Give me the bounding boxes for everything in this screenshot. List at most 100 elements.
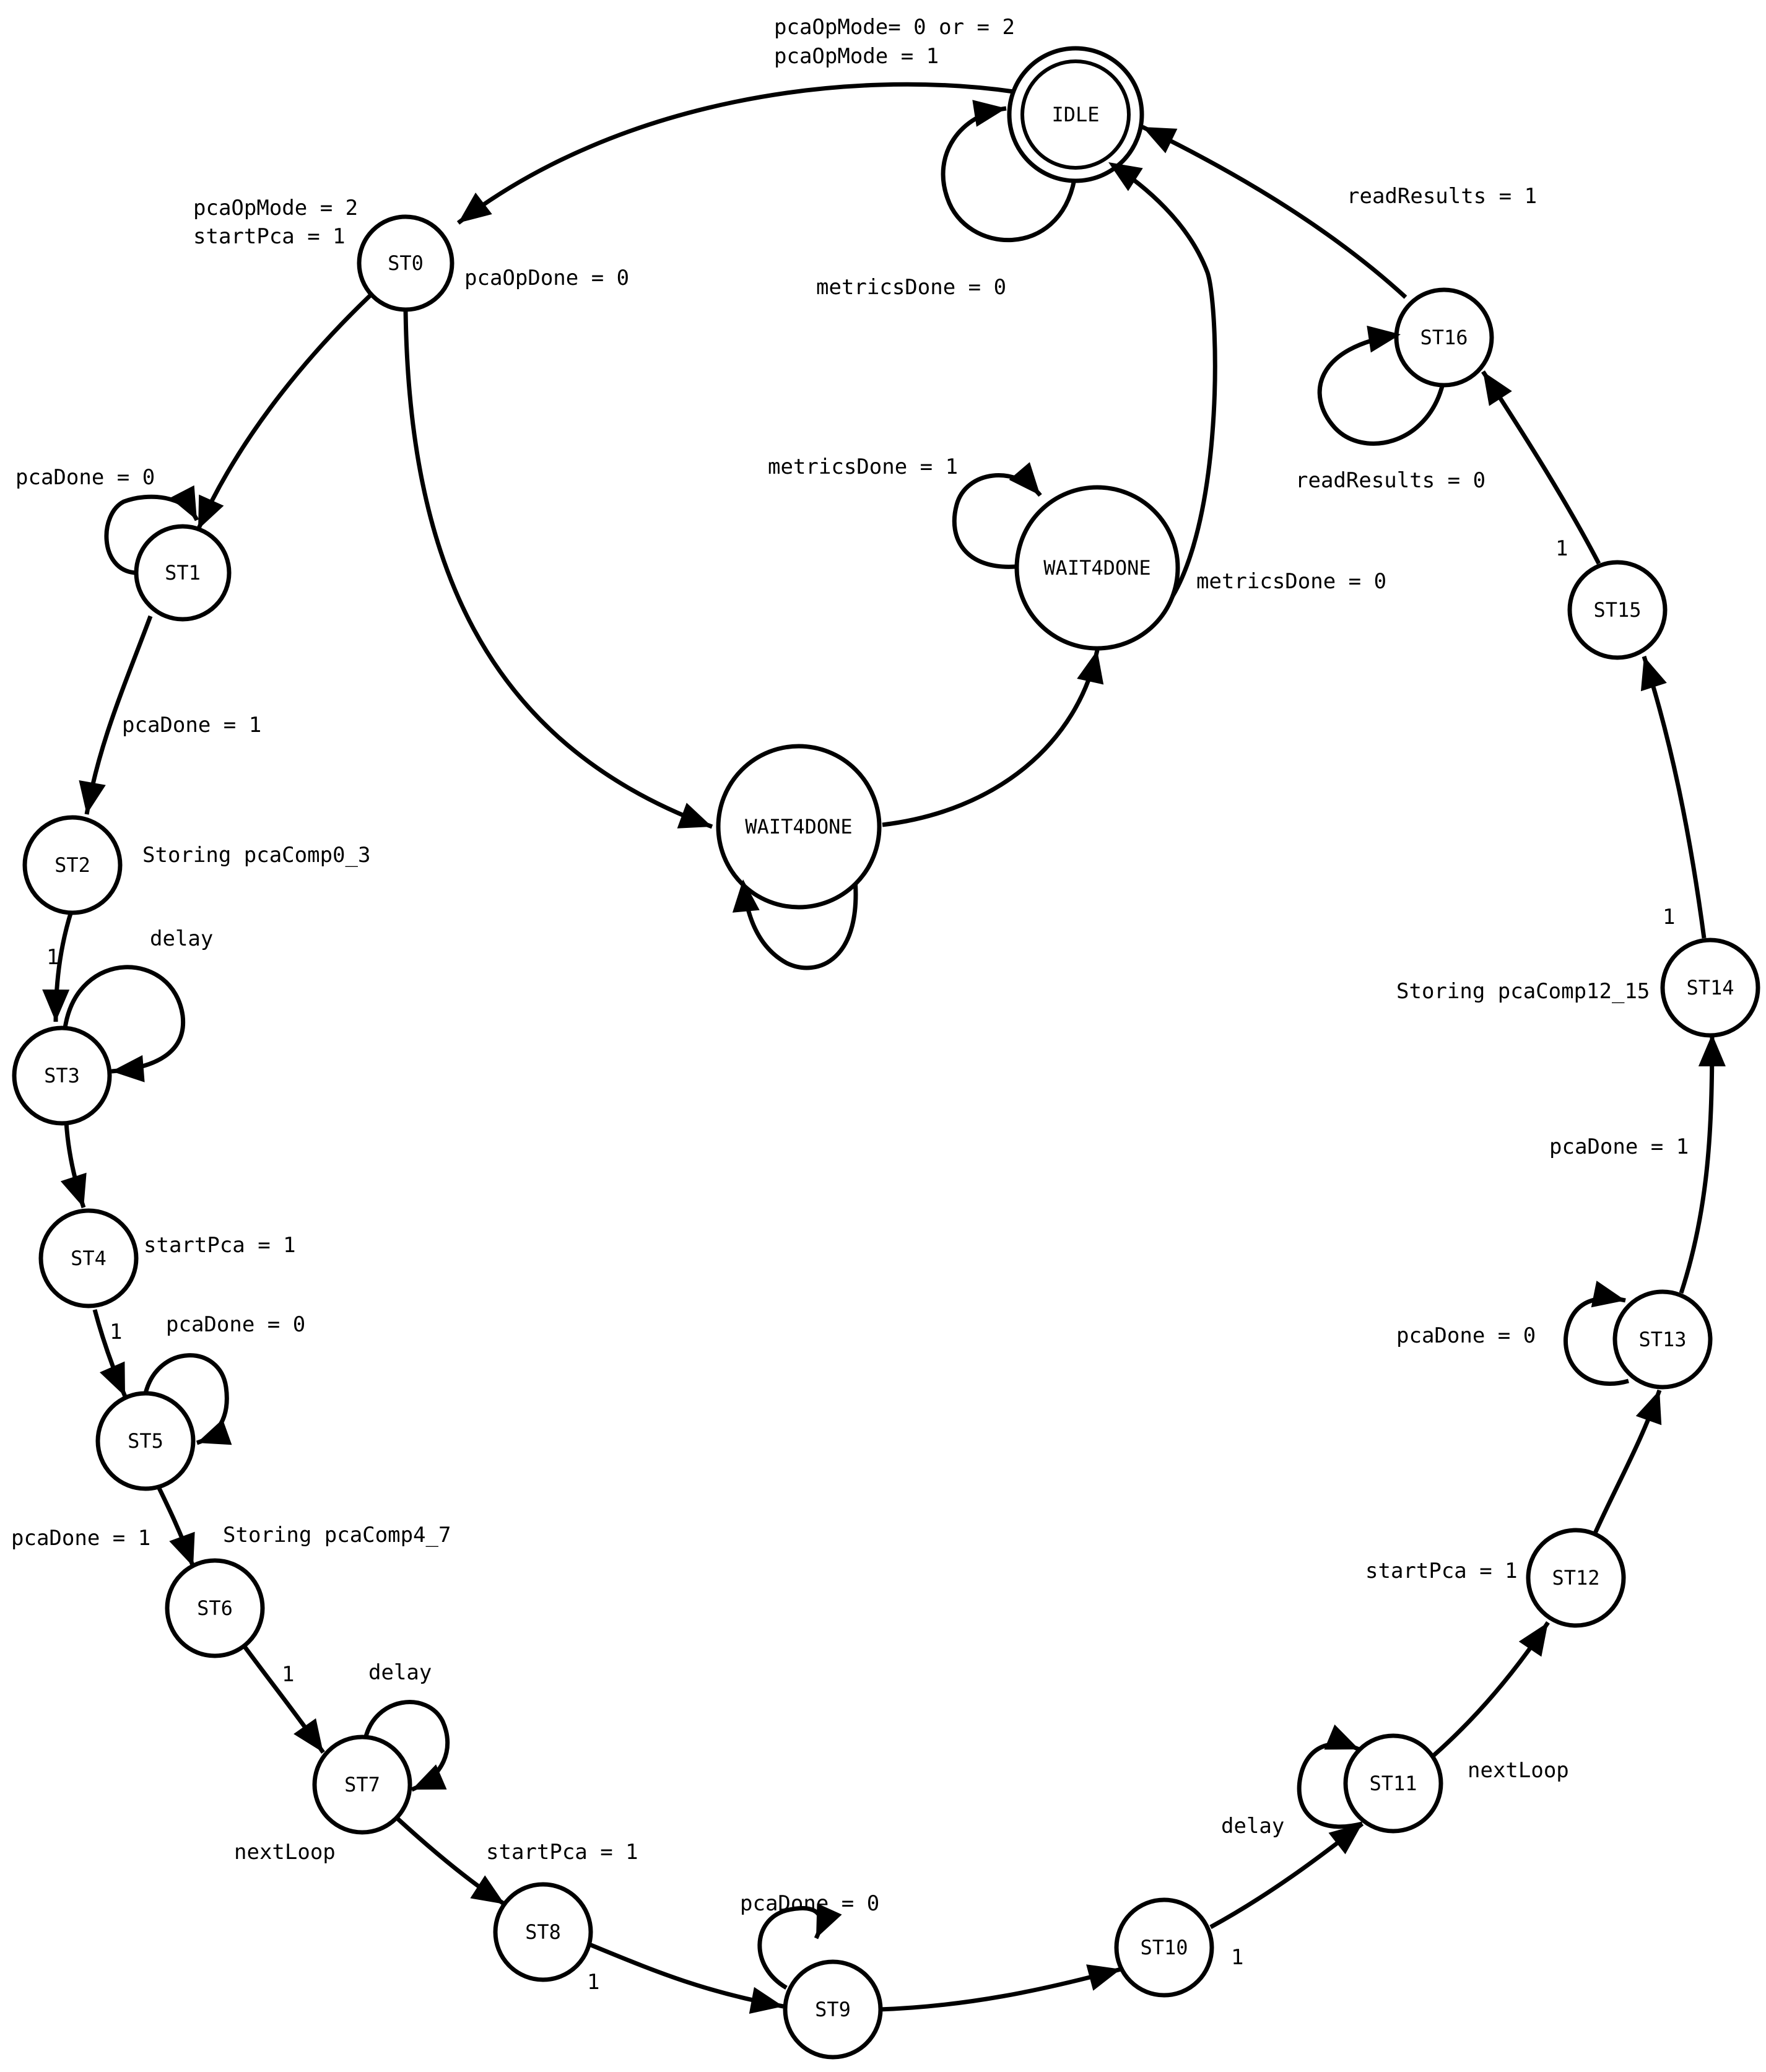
label-st11-note: nextLoop — [1468, 1758, 1569, 1783]
state-wait4done-top-label: WAIT4DONE — [1043, 556, 1151, 580]
label-st2-note: Storing pcaComp0_3 — [142, 843, 370, 868]
label-idle-to-st0-line1: pcaOpMode= 0 or = 2 — [774, 15, 1015, 40]
state-st15-label: ST15 — [1593, 598, 1641, 622]
edge-st15-to-st16 — [1481, 370, 1601, 565]
state-st3: ST3 — [12, 1025, 112, 1126]
arrowhead-edge-idle-to-st0 — [458, 193, 492, 223]
edge-wait-mid-to-wait-top — [882, 650, 1100, 827]
arrowhead-edge-st15-to-st16 — [1483, 372, 1512, 406]
label-st2-to-st3: 1 — [46, 945, 59, 970]
arrowhead-edge-wait-mid-to-wait-top — [1077, 650, 1104, 685]
state-st2: ST2 — [22, 815, 123, 915]
label-st0-entry-line1: pcaOpMode = 2 — [193, 196, 358, 220]
label-st5-to-st6: pcaDone = 1 — [11, 1526, 150, 1551]
edge-st3-self — [63, 965, 186, 1074]
arrowhead-edge-st0-to-wait-mid — [677, 803, 712, 829]
label-st7-note: nextLoop — [234, 1840, 336, 1865]
label-st3-self: delay — [150, 926, 213, 951]
state-st14-label: ST14 — [1686, 976, 1734, 999]
state-st3-label: ST3 — [44, 1064, 80, 1087]
state-st4-label: ST4 — [71, 1247, 107, 1270]
state-st5-label: ST5 — [128, 1429, 163, 1453]
edge-st0-to-wait-mid — [403, 309, 713, 829]
arrowhead-edge-st1-self — [170, 485, 197, 520]
label-st11-self: delay — [1221, 1814, 1284, 1839]
arrowhead-edge-st14-to-st15 — [1640, 656, 1667, 692]
arrowhead-edge-wait-mid-self — [732, 879, 760, 913]
state-idle: IDLE — [1007, 46, 1144, 183]
label-st9-self: pcaDone = 0 — [740, 1891, 879, 1916]
label-st4-note: startPca = 1 — [144, 1233, 296, 1258]
state-st2-label: ST2 — [54, 853, 90, 877]
state-st8: ST8 — [493, 1882, 593, 1982]
state-st12: ST12 — [1526, 1528, 1626, 1628]
label-st0-to-wait: pcaOpDone = 0 — [464, 266, 629, 290]
label-st16-to-idle: readResults = 1 — [1347, 184, 1537, 209]
label-st14-to-st15: 1 — [1663, 905, 1675, 929]
arrowhead-edge-st7-self — [412, 1764, 447, 1790]
arrowhead-edge-idle-self — [972, 100, 1006, 127]
arrowheads — [42, 100, 1726, 2014]
label-st1-to-st2: pcaDone = 1 — [122, 713, 261, 738]
state-st9: ST9 — [783, 1959, 883, 2060]
arrowhead-edge-st3-to-st4 — [60, 1172, 87, 1208]
state-st16: ST16 — [1394, 287, 1494, 388]
arrowhead-edge-st0-to-st1 — [198, 494, 224, 529]
state-st13-label: ST13 — [1638, 1328, 1686, 1351]
arrowhead-edge-wait-top-to-idle — [1108, 162, 1143, 191]
arrowhead-edge-st1-to-st2 — [79, 780, 106, 814]
edge-idle-self — [941, 106, 1077, 242]
state-st6-label: ST6 — [197, 1596, 233, 1620]
label-idle-self: metricsDone = 0 — [816, 275, 1006, 300]
state-wait4done-top: WAIT4DONE — [1014, 485, 1180, 651]
edge-st14-to-st15 — [1642, 655, 1707, 939]
state-st8-label: ST8 — [525, 1920, 561, 1944]
state-st11-label: ST11 — [1369, 1772, 1417, 1795]
arrowhead-edge-st13-self — [1591, 1281, 1625, 1308]
state-st15: ST15 — [1567, 560, 1668, 660]
label-st14-note: Storing pcaComp12_15 — [1396, 979, 1650, 1004]
label-wait-top-to-idle: metricsDone = 0 — [1196, 569, 1386, 594]
arrowhead-edge-st12-to-st13 — [1635, 1390, 1662, 1426]
label-st7-self: delay — [368, 1660, 432, 1685]
state-wait4done-mid: WAIT4DONE — [716, 744, 882, 910]
label-st8-to-st9: 1 — [587, 1970, 599, 1995]
state-st4: ST4 — [38, 1208, 139, 1308]
edge-idle-to-st0 — [456, 82, 1014, 225]
arrowhead-edge-st7-to-st8 — [470, 1875, 505, 1904]
state-st5: ST5 — [95, 1391, 196, 1491]
state-st6: ST6 — [165, 1558, 265, 1658]
label-st13-to-st14: pcaDone = 1 — [1549, 1134, 1689, 1159]
state-st12-label: ST12 — [1552, 1566, 1599, 1590]
arrowhead-edge-st6-to-st7 — [294, 1718, 323, 1752]
state-st11: ST11 — [1343, 1733, 1443, 1834]
arrowhead-edge-st10-to-st11 — [1328, 1824, 1362, 1855]
state-idle-label: IDLE — [1051, 103, 1099, 126]
arrowhead-edge-st16-to-idle — [1142, 127, 1178, 154]
state-st16-label: ST16 — [1420, 326, 1468, 349]
edge-st0-to-st1 — [196, 294, 372, 531]
state-st13: ST13 — [1612, 1289, 1713, 1390]
state-st14: ST14 — [1660, 938, 1760, 1038]
label-st6-to-st7: 1 — [282, 1662, 294, 1687]
label-st5-self: pcaDone = 0 — [166, 1312, 305, 1337]
state-st1: ST1 — [134, 524, 232, 622]
label-st12-note: startPca = 1 — [1365, 1559, 1518, 1583]
edge-st9-to-st10 — [879, 1967, 1121, 2012]
arrowhead-edge-st4-to-st5 — [100, 1361, 125, 1396]
label-st13-self: pcaDone = 0 — [1396, 1323, 1536, 1348]
edge-st16-to-idle — [1141, 124, 1407, 299]
state-st10: ST10 — [1114, 1897, 1214, 1998]
arrowhead-edge-st8-to-st9 — [749, 1987, 783, 2014]
arrowhead-edge-st9-to-st10 — [1086, 1964, 1121, 1991]
state-st7-label: ST7 — [344, 1773, 380, 1796]
state-st10-label: ST10 — [1140, 1936, 1188, 1959]
edge-wait-mid-self — [741, 873, 858, 970]
arrowhead-edge-wait-top-self — [1009, 462, 1040, 495]
label-st0-entry-line2: startPca = 1 — [193, 224, 346, 249]
arrowhead-edge-st5-self — [197, 1419, 232, 1445]
state-st1-label: ST1 — [165, 561, 201, 585]
arrowhead-edge-st11-to-st12 — [1518, 1622, 1548, 1657]
label-st4-to-st5: 1 — [110, 1320, 122, 1344]
label-st15-to-st16: 1 — [1555, 536, 1568, 561]
